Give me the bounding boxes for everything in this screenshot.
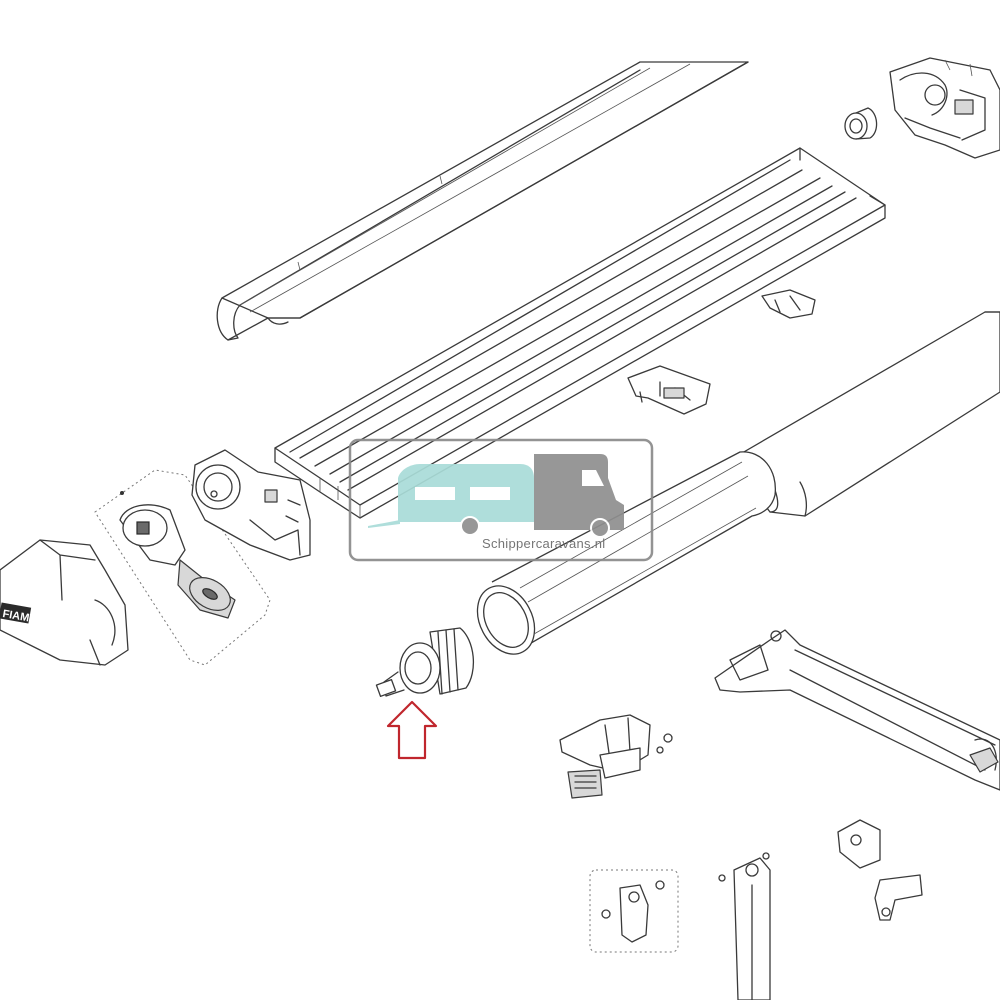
hinge-bracket-group xyxy=(589,869,679,953)
main-rail-profile xyxy=(274,147,886,519)
roller-end-plug xyxy=(375,627,475,698)
wall-bracket-clamp xyxy=(559,714,673,799)
front-cover-profile xyxy=(216,61,749,341)
roller-tube-fabric xyxy=(476,311,1000,655)
watermark-logo: Schippercaravans.nl xyxy=(348,438,654,562)
rafter-bracket xyxy=(837,819,923,921)
rail-clip-1 xyxy=(761,289,816,319)
highlight-arrow-icon xyxy=(386,700,438,760)
support-leg xyxy=(718,852,771,1000)
watermark-text: Schippercaravans.nl xyxy=(482,536,606,551)
support-arm xyxy=(714,629,1000,791)
rail-clip-2 xyxy=(627,365,711,415)
end-cap-bracket xyxy=(889,57,1000,159)
motor-housing: FIAMMA xyxy=(0,539,129,666)
bushing-part xyxy=(844,107,878,140)
gearbox-end-cap xyxy=(191,449,311,561)
drive-coupling-group xyxy=(94,469,271,666)
